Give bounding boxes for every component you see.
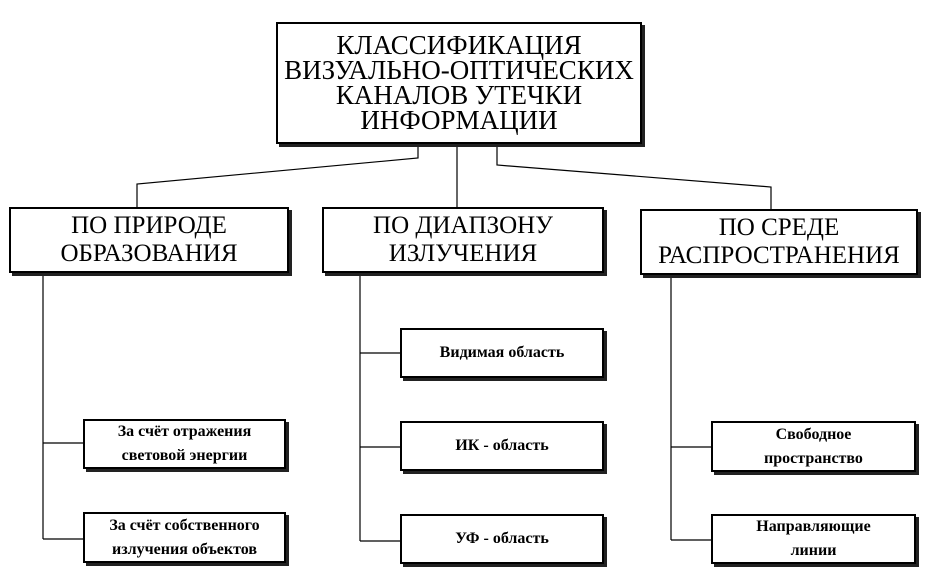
item-own-emission-box: За счёт собственного излучения объектов xyxy=(83,512,286,563)
category-range-box: ПО ДИАПЗОНУ ИЗЛУЧЕНИЯ xyxy=(322,207,604,273)
item-ir-box: ИК - область xyxy=(400,421,604,471)
diagram-title-box: КЛАССИФИКАЦИЯ ВИЗУАЛЬНО-ОПТИЧЕСКИХ КАНАЛ… xyxy=(276,22,642,144)
item-guiding-lines-box: Направляющие линии xyxy=(711,514,916,564)
item-uv-box: УФ - область xyxy=(400,514,604,564)
item-visible-box: Видимая область xyxy=(400,328,604,378)
item-free-space-box: Свободное пространство xyxy=(711,421,916,472)
category-nature-box: ПО ПРИРОДЕ ОБРАЗОВАНИЯ xyxy=(9,207,289,273)
category-medium-box: ПО СРЕДЕ РАСПРОСТРАНЕНИЯ xyxy=(640,209,918,275)
item-reflection-box: За счёт отражения световой энергии xyxy=(83,419,286,469)
